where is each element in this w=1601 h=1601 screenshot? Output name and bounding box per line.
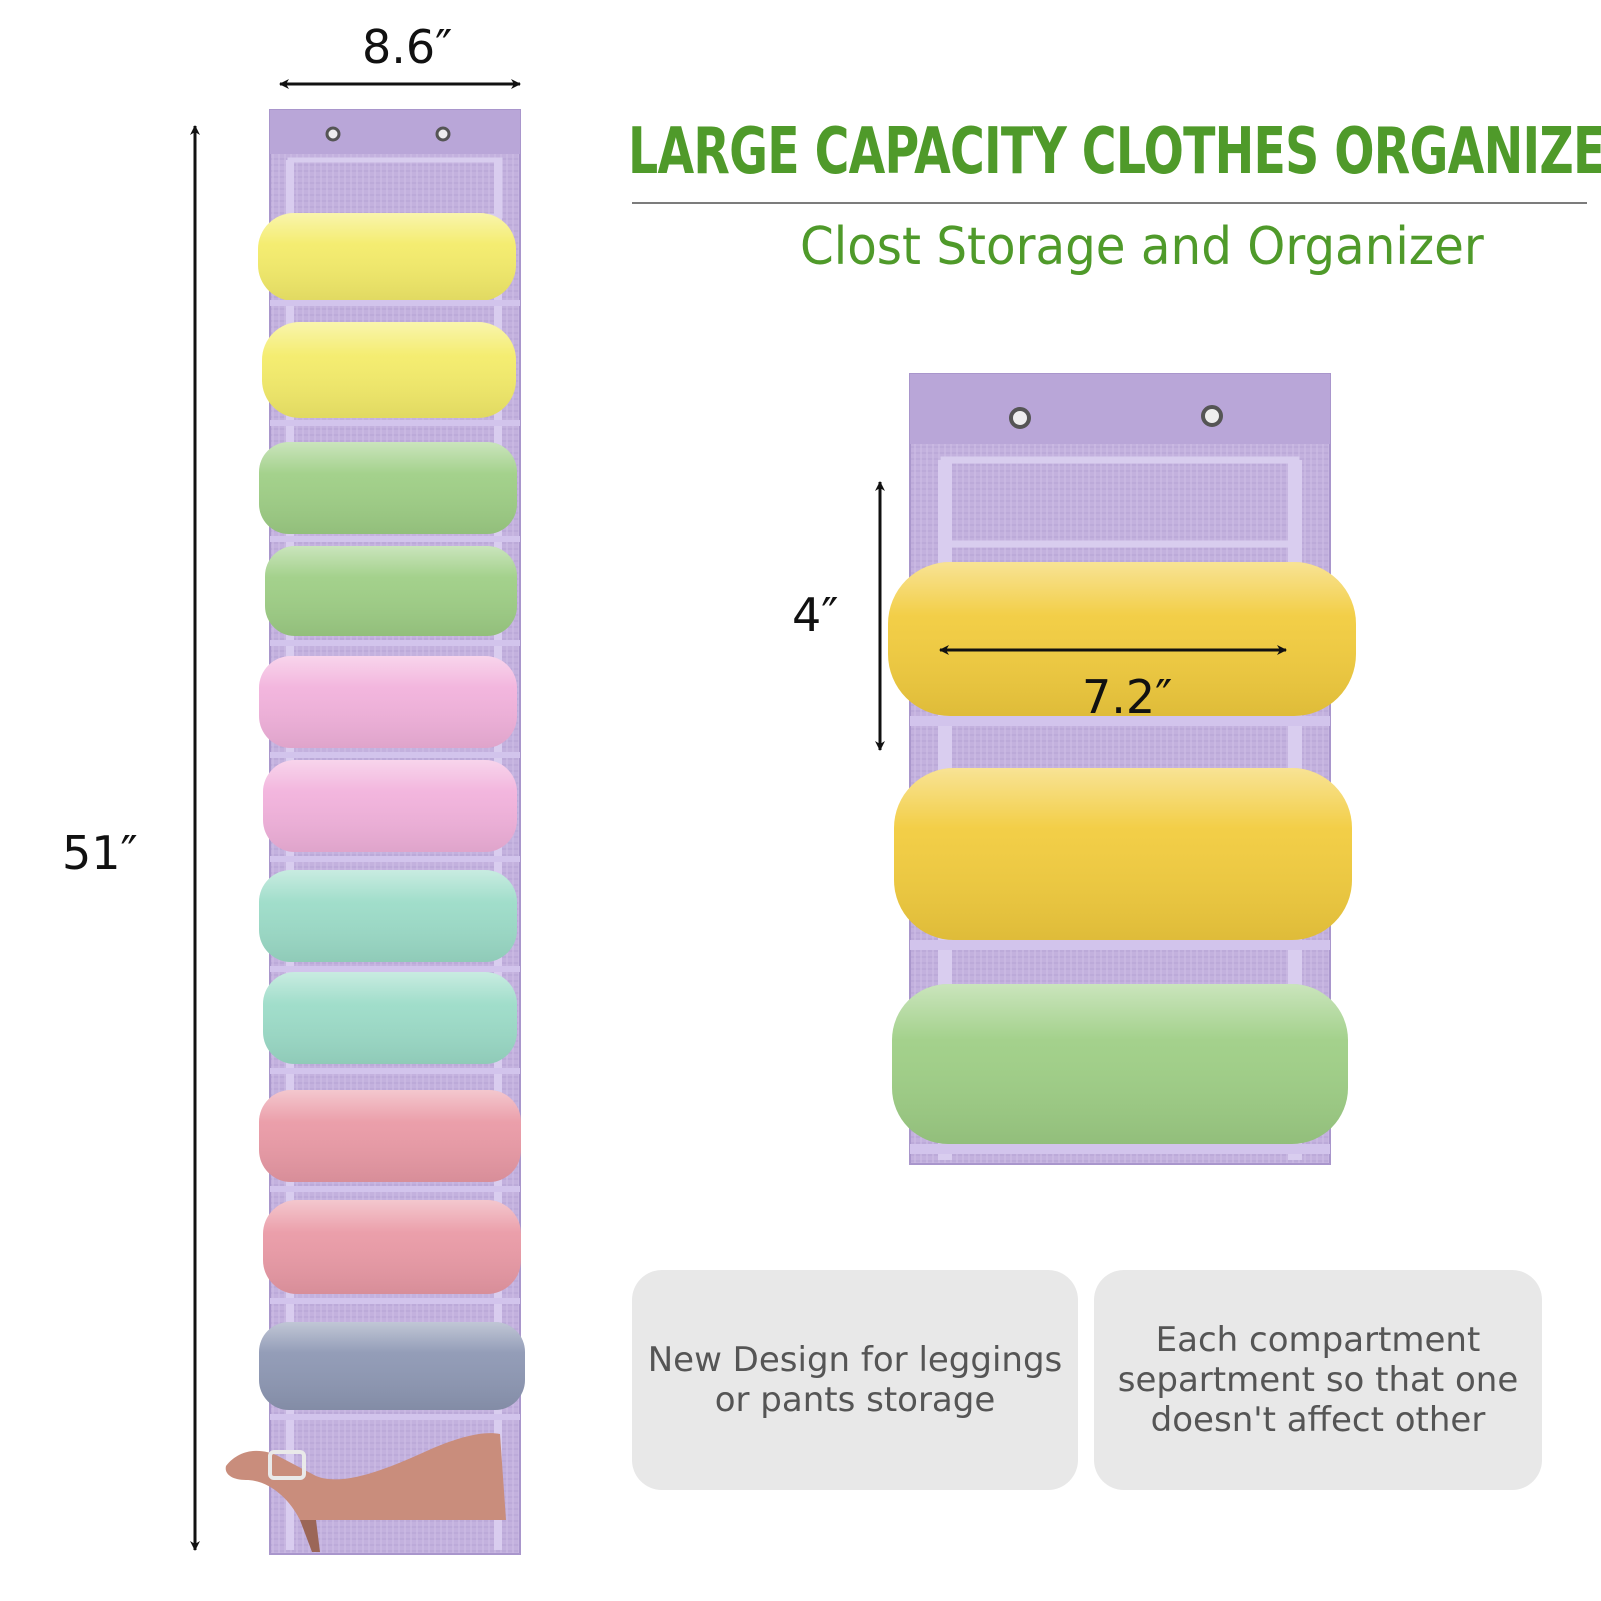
roll-yellow-2: [262, 322, 516, 418]
roll-green-1: [259, 442, 517, 534]
organizer-closeup: [888, 373, 1356, 1165]
roll-pink-2: [263, 760, 517, 852]
headline-subtitle: Clost Storage and Organizer: [800, 217, 1484, 277]
pocket-height-label: 4″: [792, 588, 839, 642]
feature-text: Each compartment separtment so that one …: [1117, 1320, 1519, 1440]
grommet-icon: [325, 126, 341, 142]
roll-mint-2: [263, 972, 517, 1064]
width-label: 8.6″: [362, 20, 453, 74]
grommet-icon: [435, 126, 451, 142]
roll-yellow-1: [258, 213, 516, 301]
roll-rose-2: [263, 1200, 521, 1294]
roll-pink-1: [259, 656, 517, 748]
closeup-roll-gold-2: [894, 768, 1352, 940]
roll-mint-1: [259, 870, 517, 962]
pocket-straps: [270, 300, 520, 1420]
closeup-roll-green: [892, 984, 1348, 1144]
closeup-roll-gold-1: [888, 562, 1356, 716]
roll-rose-1: [259, 1090, 521, 1182]
roll-slate: [259, 1322, 525, 1410]
grommet-icon: [1201, 405, 1223, 427]
feature-box-leggings: New Design for leggings or pants storage: [632, 1270, 1078, 1490]
height-label: 51″: [62, 826, 138, 880]
shoe-illustration: [225, 1433, 507, 1552]
feature-box-compartments: Each compartment separtment so that one …: [1094, 1270, 1542, 1490]
pocket-width-label: 7.2″: [1082, 670, 1173, 724]
organizer-header-band: [270, 110, 520, 154]
grommet-icon: [1009, 407, 1031, 429]
roll-green-2: [265, 546, 517, 636]
strap-left: [286, 160, 294, 1550]
strap-right: [494, 160, 502, 1550]
feature-text: New Design for leggings or pants storage: [647, 1340, 1063, 1420]
headline-divider: [632, 202, 1587, 204]
